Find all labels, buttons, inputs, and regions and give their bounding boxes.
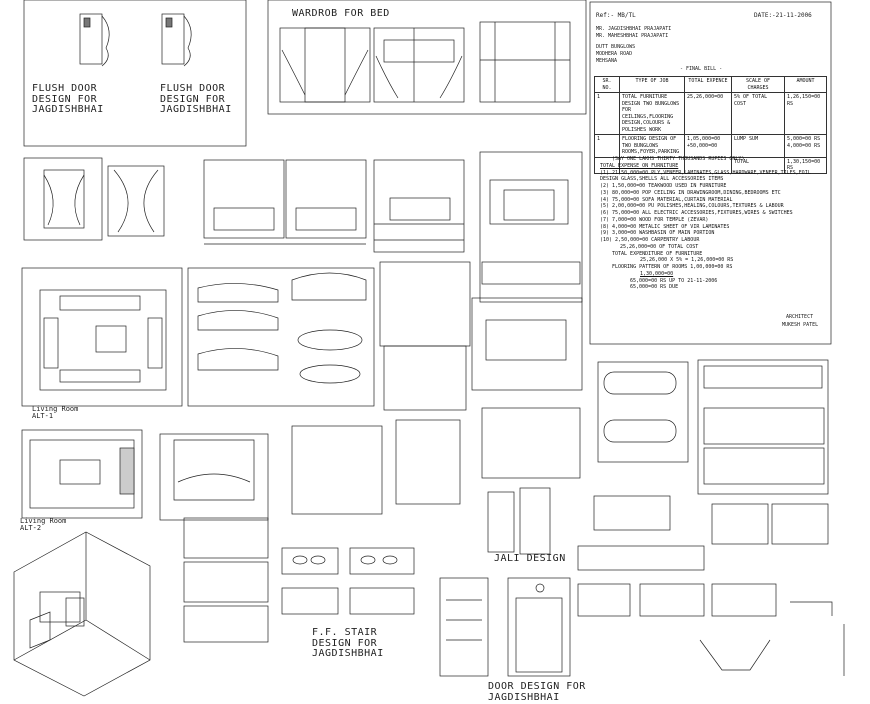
bill-address-1: DUTT BUNGLOWS (596, 44, 636, 50)
bill-notes: (SAY ONE LAKHS THIRTY THOUSANDS RUPEES O… (600, 156, 825, 291)
flush-door-label-1: FLUSH DOOR DESIGN FOR JAGDISHBHAI (32, 83, 104, 115)
expense-line: 25,26,000=00 OF TOTAL COST (620, 243, 699, 250)
table-row: 1 TOTAL FURNITURE DESIGN TWO BUNGLOWS FO… (594, 92, 827, 135)
cell: TOTAL FURNITURE DESIGN TWO BUNGLOWS FOR … (619, 92, 685, 135)
flush-door-label-2: FLUSH DOOR DESIGN FOR JAGDISHBHAI (160, 83, 232, 115)
expense-line: 65,000=00 RS UP TO 21-11-2006 (630, 277, 718, 284)
bill-date: DATE:-21-11-2006 (754, 12, 812, 19)
bill-to-1: MR. JAGDISHBHAI PRAJAPATI (596, 26, 672, 32)
expense-line: 1,30,000=00 (640, 270, 674, 277)
bill-header-row: SR. NO. TYPE OF JOB TOTAL EXPENCE SCALE … (594, 76, 827, 93)
living-room-alt1-label: Living Room ALT-1 (32, 405, 79, 421)
jali-door-design (439, 487, 571, 677)
stair-design-label: F.F. STAIR DESIGN FOR JAGDISHBHAI (312, 627, 384, 659)
expense-line: (5) 2,00,000=00 PU POLISHES,HEALING,COLO… (600, 203, 784, 210)
col-header: TYPE OF JOB (619, 76, 685, 93)
elevations-row (203, 151, 583, 303)
expense-line: (10) 2,50,000=00 CARPENTRY LABOUR (600, 237, 700, 243)
railing-elevations (577, 495, 845, 676)
expense-title: TOTAL EXPENSE ON FURNITURE (600, 162, 679, 169)
bill-to-2: MR. MAHESHBHAI PRAJAPATI (596, 33, 669, 39)
expense-line: 65,000=00 RS DUE (630, 284, 679, 291)
cell: 1 (594, 92, 620, 135)
wardrobe-panel (267, 0, 587, 115)
door-plans (23, 157, 165, 241)
cell: LUMP SUM (731, 134, 785, 158)
cell: 5% OF TOTAL COST (731, 92, 785, 135)
col-header: TOTAL EXPENCE (684, 76, 732, 93)
expense-line: (3) 80,000=00 POP CEILING IN DRAWINGROOM… (600, 189, 781, 196)
cell: TOTAL (731, 156, 785, 174)
stair-railings (183, 517, 415, 643)
wardrobe-title: WARDROB FOR BED (292, 8, 390, 19)
bill-frame (589, 1, 832, 345)
cell: 1,26,150=00 RS (784, 92, 827, 135)
living-room-alt1 (21, 267, 183, 407)
expense-line: (4) 75,000=00 SOFA MATERIAL,CURTAIN MATE… (600, 196, 733, 203)
bill-title: - FINAL BILL - (680, 66, 723, 72)
cell: 1,05,000=00 +50,000=00 (684, 134, 732, 158)
table-row: 1 FLOORING DESIGN OF TWO BUNGLOWS ROOMS,… (594, 134, 827, 158)
table-row: TOTAL 1,30,150=00 RS (594, 156, 827, 174)
final-bill: Ref:- MB/TL DATE:-21-11-2006 MR. JAGDISH… (592, 4, 829, 342)
cell: FLOORING DESIGN OF TWO BUNGLOWS ROOMS,FO… (619, 134, 685, 158)
architect-name: MUKESH PATEL (782, 322, 819, 328)
isometric-room (13, 531, 151, 697)
expense-line: (6) 75,000=00 ALL ELECTRIC ACCESSORIES,F… (600, 210, 793, 216)
jali-design-label: JALI DESIGN (494, 553, 566, 564)
expense-line: (8) 4,000=00 METALIC SHEET OF VIR LAMINA… (600, 223, 730, 230)
elevations-cluster (379, 261, 829, 495)
expense-line: (7) 7,000=00 WOOD FOR TEMPLE (ZEVAR) (600, 216, 709, 223)
living-room-alt2 (21, 419, 461, 521)
col-header: SR. NO. (594, 76, 620, 93)
amount-in-words: (SAY ONE LAKHS THIRTY THOUSANDS RUPEES O… (612, 156, 745, 162)
bill-ref: Ref:- MB/TL (596, 12, 636, 19)
bill-table: SR. NO. TYPE OF JOB TOTAL EXPENCE SCALE … (594, 76, 827, 174)
door-design-label: DOOR DESIGN FOR JAGDISHBHAI (488, 681, 586, 703)
col-header: AMOUNT (784, 76, 827, 93)
cell: 1 (594, 134, 620, 158)
architect-title: ARCHITECT (786, 314, 814, 320)
expense-line: (1) 21,50,000=00 PLY,VENEER,LAMINATES,GL… (600, 169, 811, 183)
cell: 5,000=00 RS 4,000=00 RS (784, 134, 827, 158)
cell: 1,30,150=00 RS (784, 156, 827, 174)
bill-address-3: MEHSANA (596, 58, 618, 64)
expense-line: 25,26,000 X 5% = 1,26,000=00 RS (640, 257, 734, 264)
sofa-designs (187, 267, 375, 407)
expense-line: (9) 3,000=00 WASHBASIN OF MAIN PORTION (600, 230, 715, 237)
expense-line: FLOORING PATTERN OF ROOMS 1,00,000=00 RS (612, 264, 733, 270)
cell: 25,26,000=00 (684, 92, 732, 135)
expense-line: TOTAL EXPENDITURE OF FURNITURE (612, 250, 703, 257)
bill-address-2: MODHERA ROAD (596, 51, 633, 57)
expense-line: (2) 1,50,000=00 TEAKWOOD USED IN FURNITU… (600, 183, 727, 189)
living-room-alt2-label: Living Room ALT-2 (20, 517, 67, 533)
flush-door-panel (23, 0, 247, 147)
col-header: SCALE OF CHARGES (731, 76, 785, 93)
